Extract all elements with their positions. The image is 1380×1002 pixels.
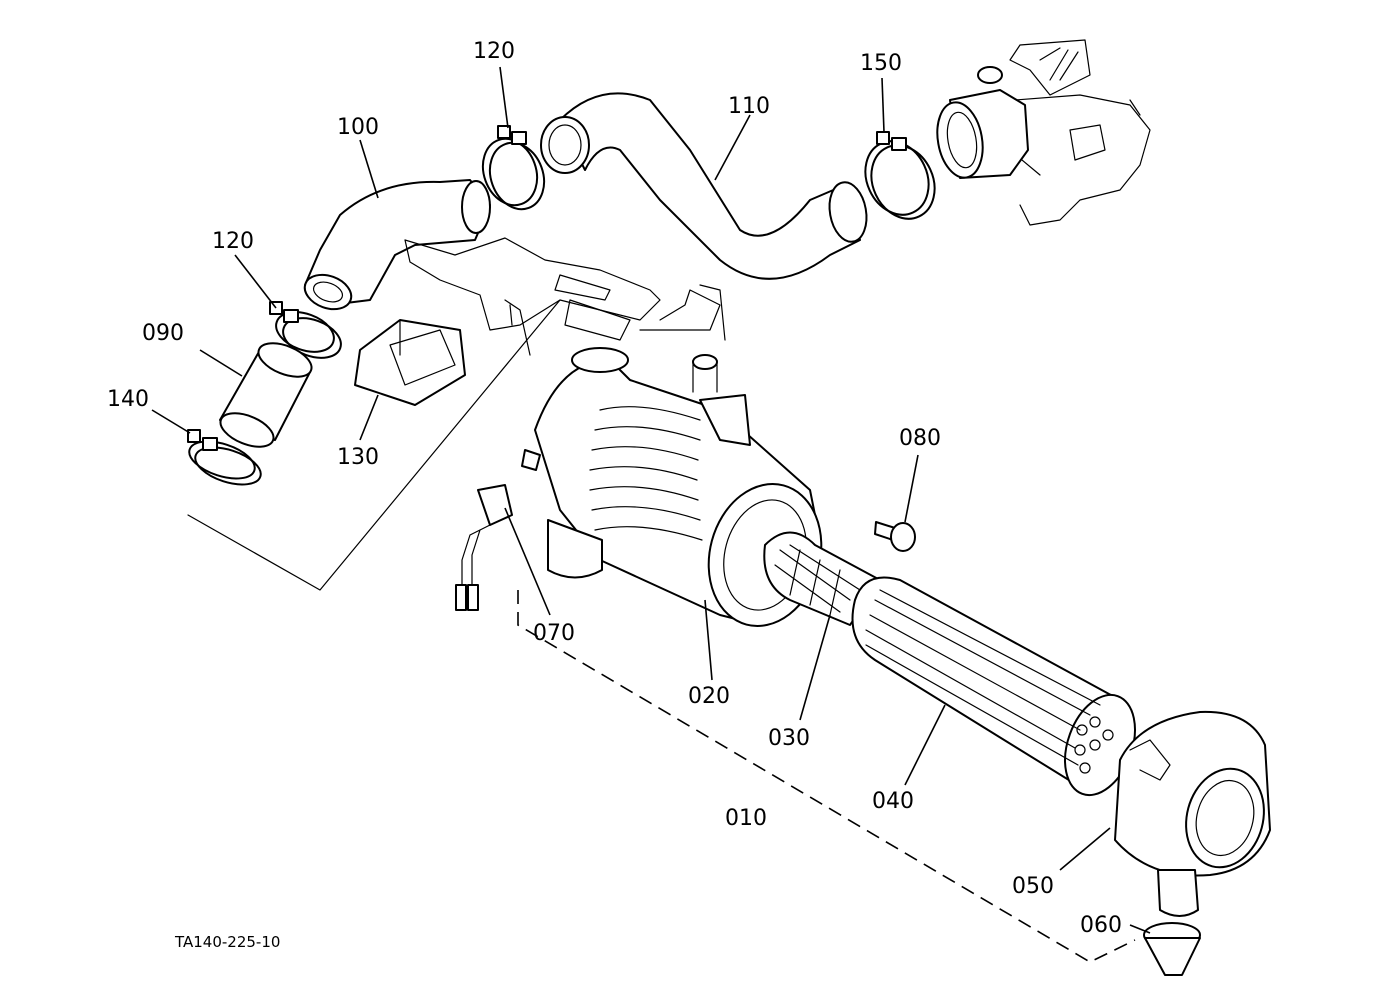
label-130: 130 (337, 445, 379, 470)
bolt-080 (874, 521, 916, 552)
rubber-pad-130 (354, 319, 466, 406)
primary-element-040 (851, 576, 1136, 797)
label-090: 090 (142, 321, 184, 346)
label-100: 100 (337, 115, 379, 140)
mounting-bracket (404, 237, 726, 393)
intake-hose-110 (540, 92, 868, 280)
label-010: 010 (725, 806, 767, 831)
evacuator-valve-060 (1143, 922, 1201, 976)
label-060: 060 (1080, 913, 1122, 938)
vacuator-sensor-070 (455, 484, 513, 611)
hose-clamp-120-top (481, 125, 546, 211)
label-110: 110 (728, 94, 770, 119)
safety-element-030 (763, 531, 881, 626)
drawing-reference: TA140-225-10 (174, 933, 280, 951)
hose-clamp-140 (187, 429, 262, 486)
label-070: 070 (533, 621, 575, 646)
hose-clamp-150 (864, 131, 936, 220)
label-120-left: 120 (212, 229, 254, 254)
label-050: 050 (1012, 874, 1054, 899)
label-150: 150 (860, 51, 902, 76)
label-140: 140 (107, 387, 149, 412)
rubber-sleeve-090 (219, 342, 313, 448)
label-030: 030 (768, 726, 810, 751)
end-cover-050 (1114, 710, 1271, 917)
label-020: 020 (688, 684, 730, 709)
label-120-top: 120 (473, 39, 515, 64)
engine-intake-housing (977, 39, 1151, 226)
label-080: 080 (899, 426, 941, 451)
label-040: 040 (872, 789, 914, 814)
intake-elbow (936, 89, 1029, 179)
rubber-elbow-100 (303, 179, 491, 311)
